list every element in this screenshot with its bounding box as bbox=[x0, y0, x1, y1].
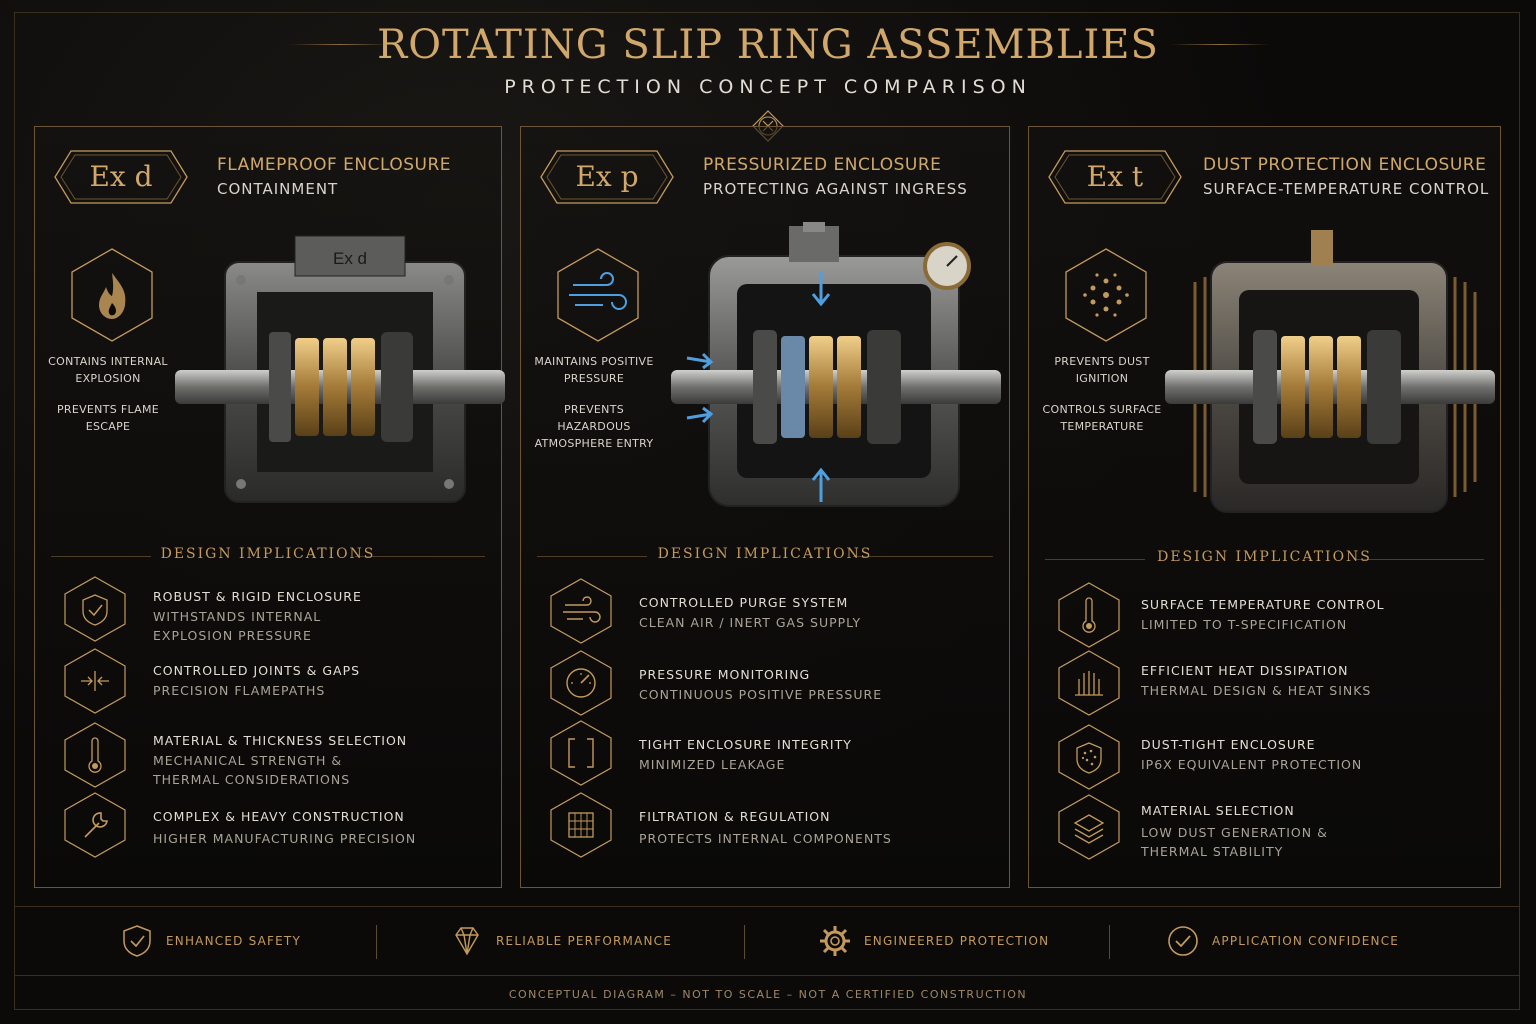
panel-title: DUST PROTECTION ENCLOSURE bbox=[1203, 155, 1487, 175]
panel-subtitle: SURFACE-TEMPERATURE CONTROL bbox=[1203, 180, 1490, 198]
badge-ex-p: Ex p bbox=[539, 149, 675, 205]
panel-ex-t: Ex t DUST PROTECTION ENCLOSURE SURFACE-T… bbox=[1028, 126, 1501, 888]
panel-ex-p: Ex p PRESSURIZED ENCLOSURE PROTECTING AG… bbox=[520, 126, 1010, 888]
thermometer-icon bbox=[64, 722, 126, 788]
shield-check-icon bbox=[123, 925, 151, 957]
layers-icon bbox=[1058, 794, 1120, 860]
flame-icon bbox=[71, 248, 153, 342]
design-implications-heading: DESIGN IMPLICATIONS bbox=[521, 545, 1009, 567]
implication-item: DUST-TIGHT ENCLOSURE IP6X EQUIVALENT PRO… bbox=[1057, 723, 1477, 791]
gauge-icon bbox=[550, 650, 612, 716]
diamond-icon bbox=[455, 927, 479, 956]
dust-shield-icon bbox=[1058, 724, 1120, 790]
feature-text: PREVENTS HAZARDOUS ATMOSPHERE ENTRY bbox=[534, 403, 654, 450]
dust-particles-icon bbox=[1065, 248, 1147, 342]
feature-text: CONTROLS SURFACE TEMPERATURE bbox=[1042, 403, 1162, 433]
wrench-icon bbox=[64, 792, 126, 858]
implication-item: PRESSURE MONITORING CONTINUOUS POSITIVE … bbox=[549, 649, 969, 717]
filter-icon bbox=[550, 792, 612, 858]
page-title: ROTATING SLIP RING ASSEMBLIES bbox=[377, 22, 1159, 68]
implication-item: COMPLEX & HEAVY CONSTRUCTION HIGHER MANU… bbox=[63, 791, 483, 859]
footer-divider bbox=[376, 925, 377, 959]
title-rule-left bbox=[290, 44, 390, 45]
implication-item: CONTROLLED PURGE SYSTEM CLEAN AIR / INER… bbox=[549, 577, 969, 645]
implication-item: MATERIAL SELECTION LOW DUST GENERATION &… bbox=[1057, 793, 1477, 861]
shield-check-icon bbox=[64, 576, 126, 642]
badge-ex-d: Ex d bbox=[53, 149, 189, 205]
footer-divider bbox=[744, 925, 745, 959]
feature-text: PREVENTS DUST IGNITION bbox=[1054, 355, 1150, 385]
design-implications-heading: DESIGN IMPLICATIONS bbox=[35, 545, 501, 567]
air-flow-icon bbox=[550, 578, 612, 644]
implication-item: MATERIAL & THICKNESS SELECTION MECHANICA… bbox=[63, 721, 483, 789]
feature-text: MAINTAINS POSITIVE PRESSURE bbox=[534, 355, 654, 385]
footer-bar: ENHANCED SAFETY RELIABLE PERFORMANCE ENG… bbox=[14, 906, 1520, 976]
panel-subtitle: CONTAINMENT bbox=[217, 180, 339, 198]
flameproof-device-illustration: Ex d bbox=[175, 235, 505, 503]
check-circle-icon bbox=[1168, 926, 1198, 956]
implication-item: EFFICIENT HEAT DISSIPATION THERMAL DESIG… bbox=[1057, 649, 1477, 717]
implication-item: CONTROLLED JOINTS & GAPS PRECISION FLAME… bbox=[63, 647, 483, 715]
feature-text: CONTAINS INTERNAL EXPLOSION bbox=[48, 355, 168, 385]
thermometer-icon bbox=[1058, 582, 1120, 648]
implication-item: TIGHT ENCLOSURE INTEGRITY MINIMIZED LEAK… bbox=[549, 719, 969, 787]
device-engraving: Ex d bbox=[333, 249, 367, 268]
footer-divider bbox=[1109, 925, 1110, 959]
pressurized-device-illustration bbox=[671, 222, 1001, 507]
joint-gap-icon bbox=[64, 648, 126, 714]
panel-title: FLAMEPROOF ENCLOSURE bbox=[217, 155, 452, 175]
implication-item: SURFACE TEMPERATURE CONTROL LIMITED TO T… bbox=[1057, 581, 1477, 649]
implication-item: ROBUST & RIGID ENCLOSURE WITHSTANDS INTE… bbox=[63, 575, 483, 643]
implication-item: FILTRATION & REGULATION PROTECTS INTERNA… bbox=[549, 791, 969, 859]
page-subtitle: PROTECTION CONCEPT COMPARISON bbox=[504, 76, 1032, 98]
badge-ex-t: Ex t bbox=[1047, 149, 1183, 205]
panel-ex-d: Ex d FLAMEPROOF ENCLOSURE CONTAINMENT CO… bbox=[34, 126, 505, 888]
title-rule-right bbox=[1170, 44, 1270, 45]
disclaimer: CONCEPTUAL DIAGRAM – NOT TO SCALE – NOT … bbox=[508, 988, 1028, 1001]
panel-subtitle: PROTECTING AGAINST INGRESS bbox=[703, 180, 968, 198]
air-flow-icon bbox=[557, 248, 639, 342]
outer-frame bbox=[14, 12, 1520, 1010]
heat-sink-icon bbox=[1058, 650, 1120, 716]
feature-text: PREVENTS FLAME ESCAPE bbox=[56, 403, 159, 433]
panel-title: PRESSURIZED ENCLOSURE bbox=[703, 155, 942, 175]
brackets-icon bbox=[550, 720, 612, 786]
gear-icon bbox=[820, 926, 850, 956]
dust-protection-device-illustration bbox=[1165, 230, 1495, 513]
design-implications-heading: DESIGN IMPLICATIONS bbox=[1029, 548, 1500, 570]
